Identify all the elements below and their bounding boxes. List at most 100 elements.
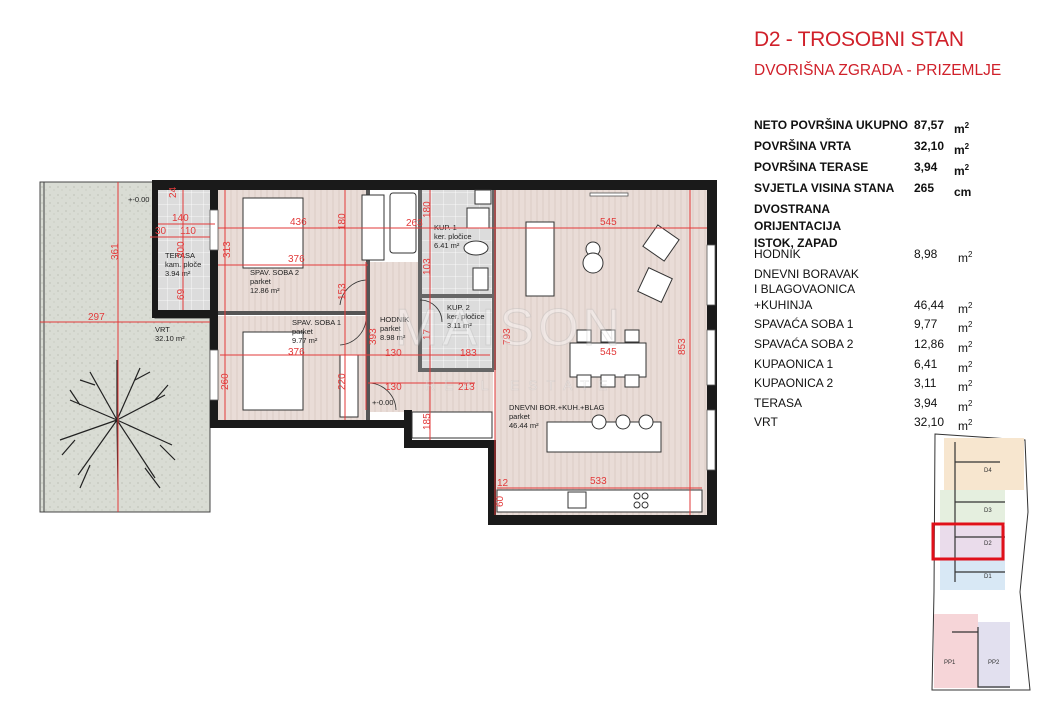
row-label: +KUHINJA (754, 297, 813, 312)
row-label: POVRŠINA TERASE (754, 160, 869, 174)
room-label-terasa: TERASA (165, 251, 195, 260)
rooms-row: SPAVAĆA SOBA 2 12,86 m2 (754, 337, 972, 357)
dimension-label: 376 (288, 347, 305, 358)
rooms-row: SPAVAĆA SOBA 1 9,77 m2 (754, 317, 972, 337)
row-unit: m2 (958, 379, 973, 395)
row-value: 12,86 (914, 336, 945, 351)
room-label-soba1: 9.77 m² (292, 336, 318, 345)
summary-row: POVRŠINA TERASE 3,94 m2 (754, 159, 971, 180)
room-label-dnevni: parket (509, 412, 531, 421)
page-subtitle: DVORIŠNA ZGRADA - PRIZEMLJE (754, 62, 1002, 79)
bathtub (389, 192, 417, 254)
dimension-label: 185 (422, 413, 433, 430)
row-label: HODNIK (754, 247, 801, 261)
unit-pp2-area (978, 622, 1010, 688)
dimension-label: 153 (337, 283, 348, 300)
dimension-label: 130 (385, 348, 402, 359)
dimension-label: 140 (172, 213, 189, 224)
row-label: POVRŠINA VRTA (754, 139, 852, 153)
dimension-label: 361 (110, 243, 121, 260)
dimension-label: 183 (460, 348, 477, 359)
rooms-row: TERASA 3,94 m2 (754, 396, 972, 416)
row-value: 8,98 (914, 247, 938, 261)
row-label: ISTOK, ZAPAD (754, 236, 838, 250)
room-label-dnevni: DNEVNI BOR.+KUH.+BLAG (509, 403, 605, 412)
row-label: DVOSTRANA ORIJENTACIJA (754, 202, 842, 233)
dimension-label: 213 (458, 382, 475, 393)
room-label-kup1: 6.41 m² (434, 241, 460, 250)
row-unit: m2 (958, 320, 973, 336)
dimension-label: 853 (677, 338, 688, 355)
bathroom-2-floor (420, 298, 492, 370)
room-label-kup2: 3.11 m² (447, 321, 472, 330)
row-value: 265 (914, 181, 935, 195)
rooms-row: DNEVNI BORAVAK (754, 267, 972, 283)
row-label: DNEVNI BORAVAK (754, 266, 859, 281)
wardrobe-hall (411, 411, 493, 439)
row-value: 32,10 (914, 139, 945, 153)
unit-label-d2: D2 (984, 541, 992, 547)
kitchen-counter (496, 489, 703, 513)
windows (209, 192, 716, 471)
room-label-soba1: parket (292, 327, 314, 336)
unit-d2-highlight (931, 522, 1005, 561)
row-label: SPAVAĆA SOBA 1 (754, 317, 854, 332)
dimension-label: 263 (406, 218, 423, 229)
room-label-soba2: SPAV. SOBA 2 (250, 268, 299, 277)
dimension-label: 180 (337, 213, 348, 230)
room-label-kup2: KUP. 2 (447, 303, 470, 312)
unit-label-d3: D3 (984, 508, 992, 514)
dimension-label: 220 (337, 373, 348, 390)
row-value: 46,44 (914, 297, 945, 312)
unit-d2-area (940, 526, 1005, 560)
rooms-row: I BLAGOVAONICA (754, 282, 972, 298)
unit-d1-area (940, 560, 1005, 590)
room-label-soba1: SPAV. SOBA 1 (292, 318, 341, 327)
room-label-hodnik: HODNIK (380, 315, 409, 324)
bed-2 (242, 197, 304, 269)
room-label-soba2: 12.86 m² (250, 286, 280, 295)
room-label-vrt: 32.10 m² (155, 334, 185, 343)
row-label: SPAVAĆA SOBA 2 (754, 336, 854, 351)
row-value: 3,94 (914, 160, 938, 174)
room-label-hodnik: parket (380, 324, 402, 333)
row-unit: m2 (958, 250, 973, 265)
dimension-label: 376 (288, 254, 305, 265)
room-label-dnevni: 46.44 m² (509, 421, 539, 430)
row-label: TERASA (754, 395, 803, 410)
room-label-kup1: ker. pločice (434, 232, 472, 241)
unit-d4-area (944, 438, 1024, 490)
row-unit: m2 (958, 339, 973, 355)
dimension-label: 545 (600, 217, 617, 228)
dimension-label: 545 (600, 347, 617, 358)
row-unit: m2 (958, 359, 973, 375)
dimension-label: 24 (168, 186, 179, 198)
summary-row: ISTOK, ZAPAD (754, 235, 971, 252)
row-unit: m2 (958, 398, 973, 414)
level-mark: +-0.00 (128, 195, 149, 204)
row-unit: m2 (958, 418, 973, 434)
row-value: 9,77 (914, 317, 938, 332)
dimension-label: 110 (180, 226, 196, 237)
summary-row: DVOSTRANA ORIJENTACIJA (754, 201, 971, 235)
row-value: 3,94 (914, 395, 938, 410)
dimension-label: 17 (422, 328, 433, 340)
furniture (242, 189, 703, 513)
room-label-kup2: ker. pločice (447, 312, 485, 321)
row-value (914, 201, 954, 235)
row-unit: m2 (954, 163, 970, 178)
unit-label-d4: D4 (984, 468, 992, 474)
row-value: 32,10 (914, 415, 945, 430)
dimension-label: 793 (502, 328, 513, 345)
unit-pp1-area (934, 614, 978, 688)
row-value: 6,41 (914, 356, 938, 371)
unit-label-pp1: PP1 (944, 660, 956, 666)
